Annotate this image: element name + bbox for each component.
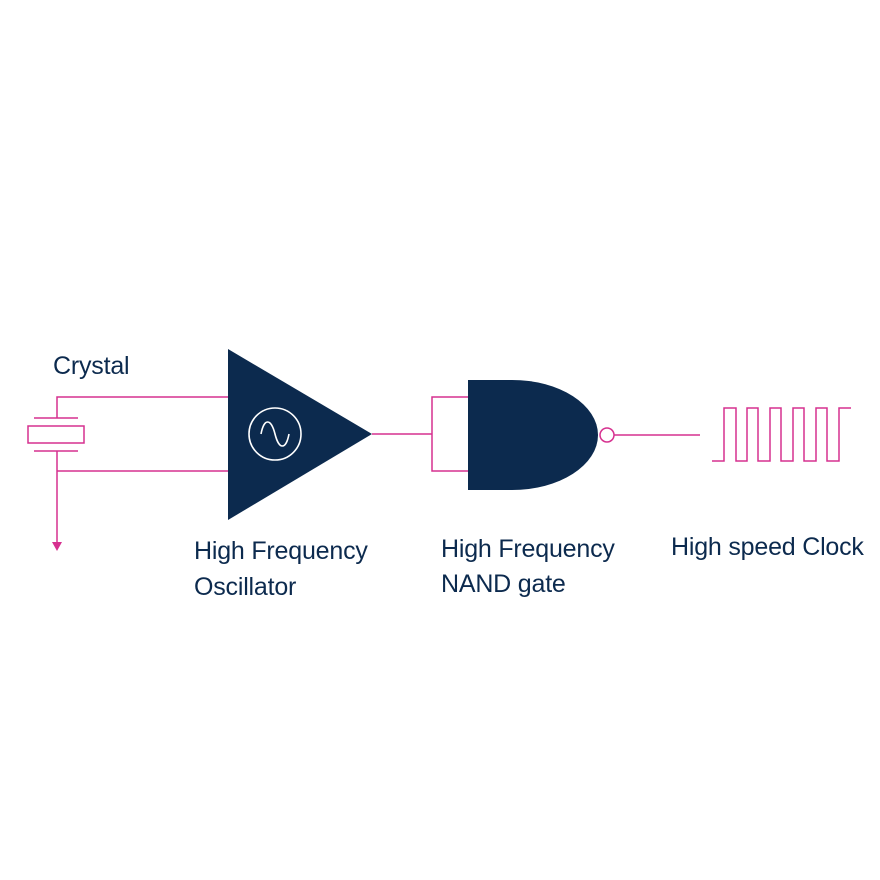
square-wave-icon: [712, 407, 851, 462]
crystal-wires: [56, 396, 228, 542]
nand-label-line2: NAND gate: [441, 570, 566, 598]
crystal-resonator-icon: [27, 417, 85, 452]
triangle-amplifier-icon: [228, 349, 372, 520]
oscillator-to-nand-wires: [372, 396, 468, 472]
oscillator-label-line1: High Frequency: [194, 537, 368, 565]
inversion-bubble-icon: [599, 427, 615, 443]
oscillator-label-line2: Oscillator: [194, 573, 297, 601]
crystal-label: Crystal: [53, 352, 130, 380]
sine-wave-icon: [248, 407, 302, 461]
clock-label: High speed Clock: [671, 533, 864, 561]
arrow-down-icon: [52, 542, 62, 551]
nand-gate-icon: [468, 380, 598, 490]
nand-label-line1: High Frequency: [441, 535, 615, 563]
